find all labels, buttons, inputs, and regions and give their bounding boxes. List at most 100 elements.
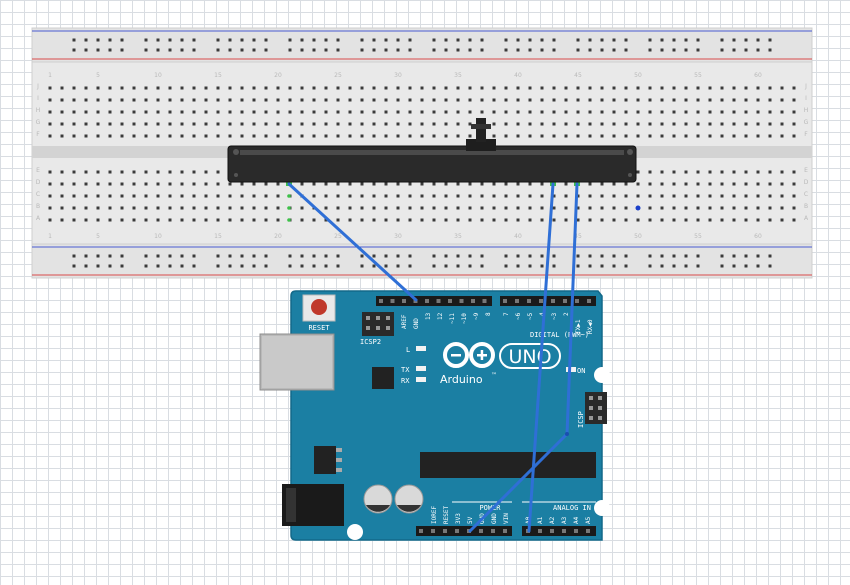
breadboard-hole [132, 182, 136, 186]
row-letter: F [804, 131, 808, 138]
breadboard-hole [492, 194, 496, 198]
breadboard-hole [780, 122, 784, 126]
breadboard-hole [612, 110, 616, 114]
breadboard-hole [396, 86, 400, 90]
breadboard-hole [744, 86, 748, 90]
breadboard-hole [144, 194, 148, 198]
rail-hole [384, 48, 388, 52]
breadboard-hole [360, 98, 364, 102]
breadboard-hole [792, 194, 796, 198]
breadboard-hole [204, 86, 208, 90]
slider-base[interactable] [466, 139, 496, 151]
breadboard-hole [696, 134, 700, 138]
breadboard-hole [456, 98, 460, 102]
breadboard-hole [156, 122, 160, 126]
slider-knob-cap [471, 124, 491, 129]
breadboard-hole [336, 218, 340, 222]
breadboard-hole [288, 134, 292, 138]
breadboard-hole [228, 182, 232, 186]
reset-button[interactable] [311, 299, 327, 315]
breadboard-hole [312, 134, 316, 138]
wire-signal-a0[interactable] [527, 182, 555, 533]
breadboard-hole [708, 170, 712, 174]
breadboard-hole [576, 206, 580, 210]
column-number: 50 [634, 72, 642, 79]
breadboard-hole [432, 122, 436, 126]
rail-hole [156, 48, 160, 52]
pin-label-11: ~11 [449, 313, 456, 324]
breadboard-hole [732, 98, 736, 102]
wire-gnd[interactable] [287, 182, 418, 302]
breadboard-hole [360, 206, 364, 210]
breadboard-hole [72, 110, 76, 114]
breadboard-hole [432, 134, 436, 138]
breadboard-hole [108, 110, 112, 114]
rail-hole [180, 48, 184, 52]
rail-hole [516, 48, 520, 52]
breadboard-hole [348, 122, 352, 126]
breadboard-hole [276, 134, 280, 138]
icsp-pin [589, 396, 593, 400]
mounting-hole [594, 500, 610, 516]
breadboard-hole [480, 206, 484, 210]
breadboard-hole [756, 86, 760, 90]
rail-hole [336, 264, 340, 268]
usb-chip [372, 367, 394, 389]
rail-hole [588, 48, 592, 52]
breadboard-hole [312, 194, 316, 198]
breadboard-hole [600, 122, 604, 126]
breadboard-hole [492, 182, 496, 186]
row-letter: I [805, 95, 807, 102]
breadboard-hole [624, 86, 628, 90]
breadboard-hole [204, 194, 208, 198]
rail-hole [84, 264, 88, 268]
rail-hole [408, 254, 412, 258]
breadboard-hole [588, 98, 592, 102]
header-pin [562, 529, 566, 533]
breadboard-hole [396, 110, 400, 114]
rail-hole [252, 38, 256, 42]
rail-hole [408, 38, 412, 42]
breadboard-hole [444, 206, 448, 210]
breadboard-hole [720, 206, 724, 210]
breadboard-hole [600, 194, 604, 198]
slide-potentiometer[interactable] [227, 118, 637, 183]
breadboard-hole [216, 98, 220, 102]
breadboard-hole [504, 134, 508, 138]
breadboard-hole [480, 194, 484, 198]
power-header [416, 526, 512, 536]
breadboard-hole [360, 134, 364, 138]
digital-header-right [500, 296, 596, 306]
breadboard-hole [384, 134, 388, 138]
rail-hole [96, 254, 100, 258]
breadboard-hole [144, 122, 148, 126]
breadboard-hole [360, 110, 364, 114]
breadboard-hole [420, 218, 424, 222]
breadboard-hole [684, 98, 688, 102]
breadboard-hole [276, 86, 280, 90]
breadboard-hole [72, 134, 76, 138]
rail-hole [240, 254, 244, 258]
rail-hole [252, 254, 256, 258]
breadboard-hole [372, 206, 376, 210]
breadboard-hole [444, 122, 448, 126]
breadboard-hole [84, 86, 88, 90]
slider-knob[interactable] [476, 118, 486, 142]
pin-label-10: ~10 [461, 313, 468, 324]
logo-plus-ring [469, 342, 495, 368]
breadboard-hole [540, 134, 544, 138]
rail-hole [264, 38, 268, 42]
rail-hole [768, 38, 772, 42]
breadboard-hole [312, 98, 316, 102]
breadboard-hole [696, 86, 700, 90]
breadboard-hole [156, 206, 160, 210]
breadboard-hole [348, 206, 352, 210]
breadboard-hole [48, 98, 52, 102]
rail-hole [540, 254, 544, 258]
breadboard-hole [756, 134, 760, 138]
rail-hole [504, 38, 508, 42]
breadboard-hole [72, 98, 76, 102]
breadboard-hole [180, 218, 184, 222]
breadboard-hole [684, 110, 688, 114]
breadboard-hole [504, 110, 508, 114]
